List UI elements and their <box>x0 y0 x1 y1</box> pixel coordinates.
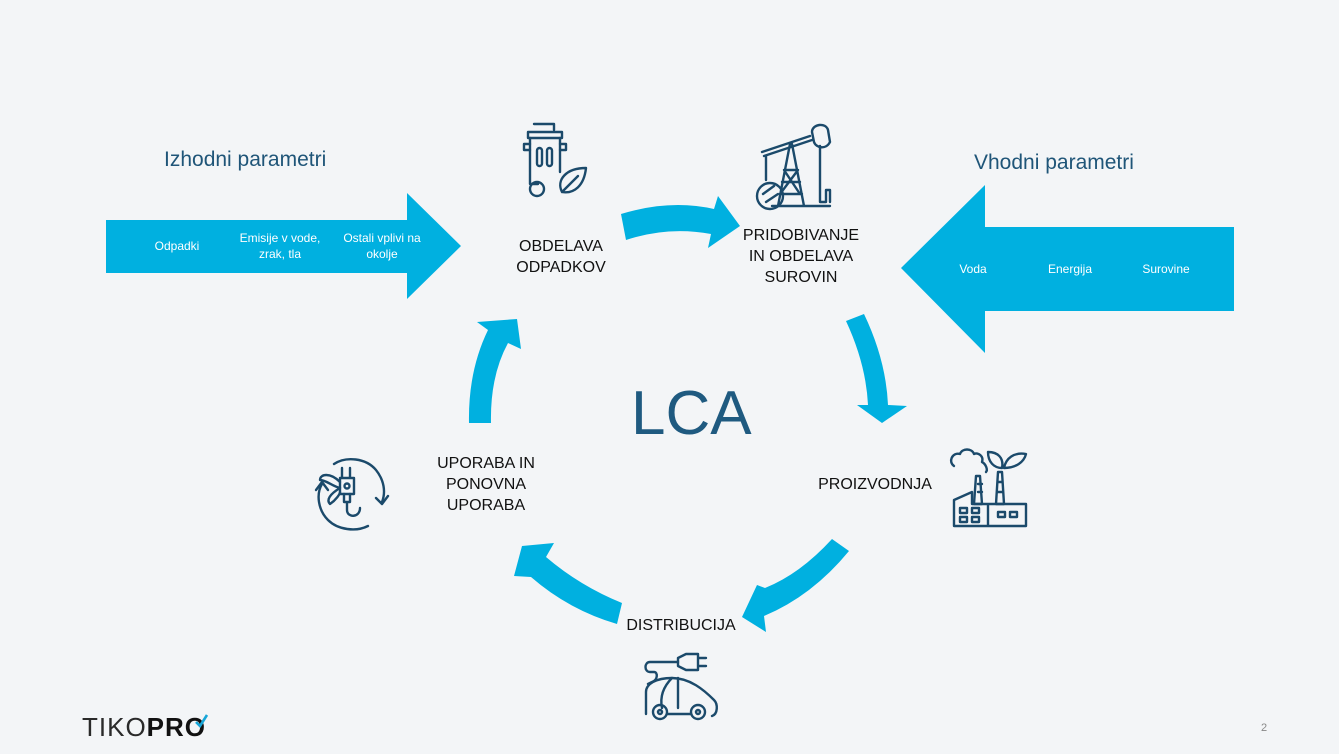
checkmark-icon <box>195 714 209 728</box>
stage-waste-processing: OBDELAVA ODPADKOV <box>516 238 606 276</box>
stage-use-reuse: UPORABA IN PONOVNA UPORABA <box>437 455 535 514</box>
input-item: Surovine <box>1142 262 1190 276</box>
output-item: Odpadki <box>154 239 200 253</box>
cycle-arrow-use-to-waste <box>468 319 521 423</box>
stage-raw-material-extraction: PRIDOBIVANJE IN OBDELAVA SUROVIN <box>742 227 860 286</box>
output-item: Emisije v vode, zrak, tla <box>239 231 321 261</box>
lca-label: LCA <box>631 379 752 448</box>
input-item: Voda <box>959 262 987 276</box>
tikopro-logo: TIKOPRO <box>82 712 209 743</box>
output-arrow <box>106 193 461 299</box>
output-item: Ostali vplivi na okolje <box>343 231 421 261</box>
cycle-arrow-raw-to-production <box>846 314 907 423</box>
oil-pump-icon <box>755 123 832 211</box>
inputs-heading: Vhodni parametri <box>974 151 1134 174</box>
input-arrow <box>901 185 1234 353</box>
page-number: 2 <box>1261 722 1268 734</box>
recycle-plug-icon <box>314 458 390 531</box>
trash-bin-leaf-icon <box>522 122 588 198</box>
cycle-arrow-production-to-distribution <box>742 539 849 632</box>
factory-icon <box>949 448 1028 528</box>
stage-production: PROIZVODNJA <box>818 476 932 493</box>
electric-car-icon <box>644 652 718 721</box>
cycle-arrow-distribution-to-use <box>514 543 622 624</box>
outputs-heading: Izhodni parametri <box>164 148 327 171</box>
logo-text-bold: PRO <box>146 712 207 742</box>
logo-text-light: TIKO <box>82 712 147 742</box>
cycle-arrow-waste-to-raw <box>621 196 740 248</box>
input-item: Energija <box>1047 262 1093 276</box>
stage-distribution: DISTRIBUCIJA <box>626 617 736 634</box>
